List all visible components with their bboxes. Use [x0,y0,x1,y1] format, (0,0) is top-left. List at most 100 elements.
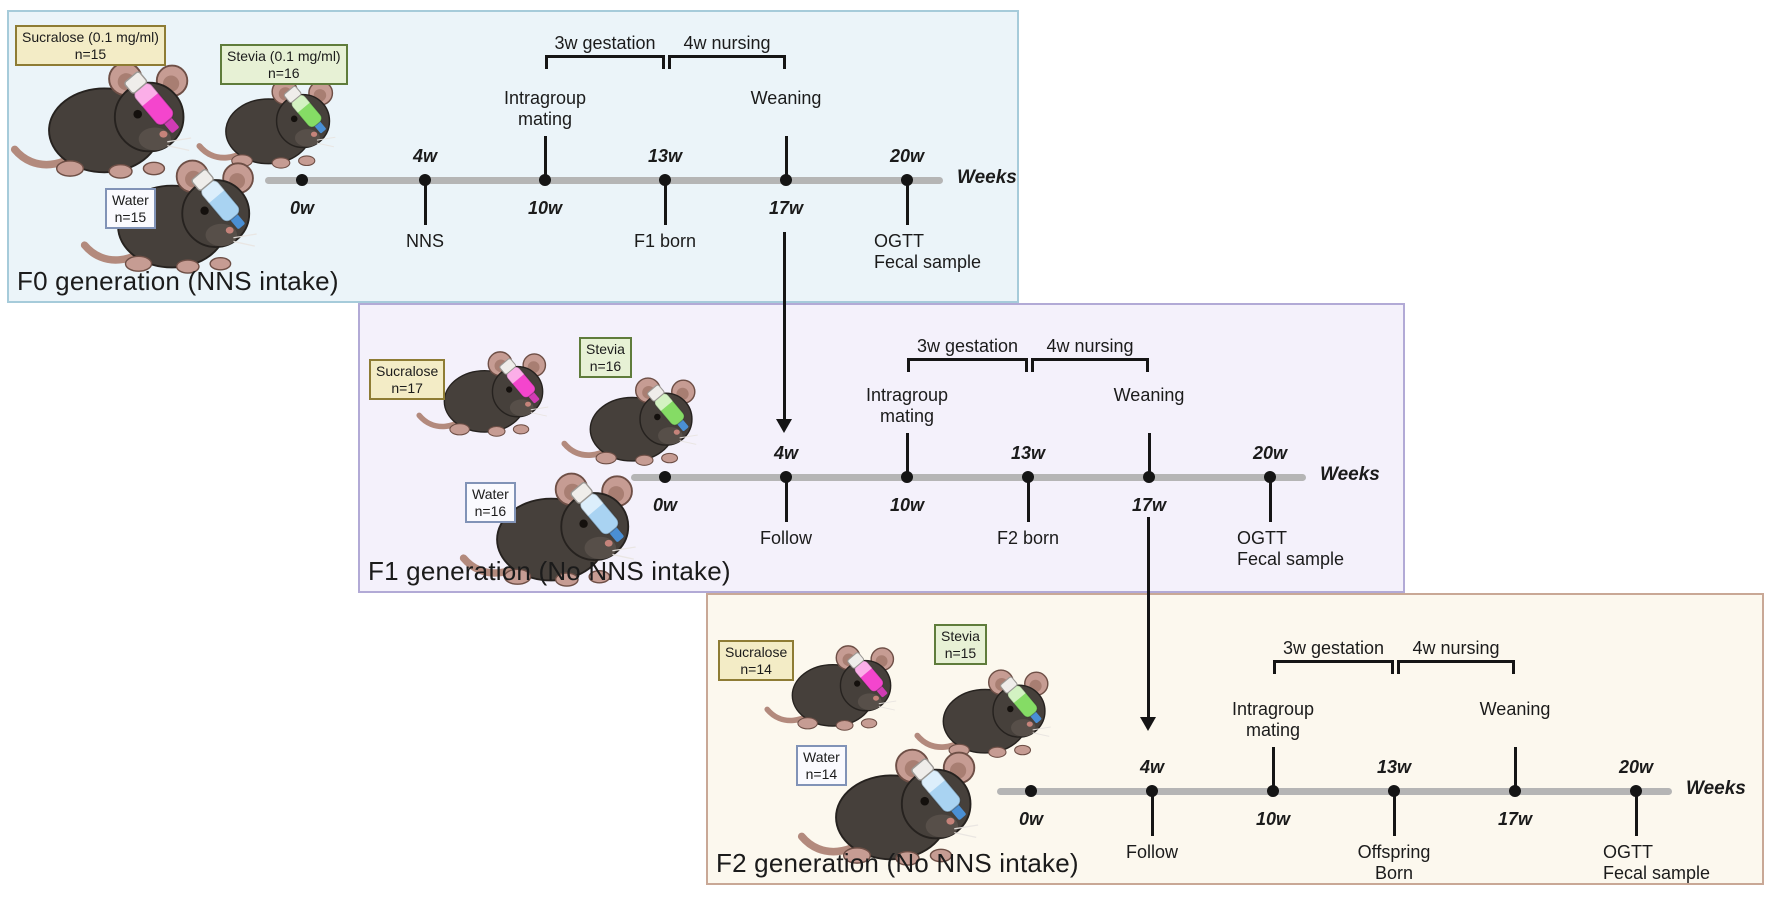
bracket-label: 4w nursing [1046,336,1134,356]
bracket-label: 4w nursing [683,33,771,53]
event-label-f2born: F2 born [997,528,1059,549]
group-label-line2: n=14 [740,660,772,677]
drinking-bottle-icon [911,758,966,820]
group-label-line1: Water [803,749,840,765]
event-label-line: OGTT [874,231,924,251]
event-label-line: Fecal sample [1237,549,1345,569]
group-label-line1: Stevia (0.1 mg/ml) [227,48,341,64]
week-label-13w: 13w [1010,443,1046,463]
week-label-20w: 20w [889,146,925,166]
event-label-line: Intragroup [1231,699,1315,719]
event-label-line: Born [1374,863,1414,883]
group-label-line1: Sucralose (0.1 mg/ml) [22,29,159,45]
event-label-line: F2 born [996,528,1060,548]
group-label-line2: n=15 [944,644,977,661]
event-label-line: Fecal sample [1603,863,1711,883]
group-label-line1: Water [472,486,509,502]
week-label-10w: 10w [889,495,925,515]
mouse-icon-stevia [195,74,353,171]
event-label-line: Offspring [1357,842,1431,862]
timeline-dot-10w [901,471,913,483]
mouse-icon-stevia [913,665,1068,760]
event-label-weaning: Weaning [751,88,822,109]
event-tick [784,136,788,180]
drinking-bottle-icon [847,652,888,698]
timeline-dot-0w [1025,785,1037,797]
axis-label-weeks: Weeks [1320,464,1380,485]
event-label-line: Weaning [750,88,822,108]
event-tick [1147,433,1151,477]
panel-title: F2 generation (No NNS intake) [716,848,1079,878]
group-label-line2: n=16 [474,502,507,519]
timeline-dot-0w [659,471,671,483]
week-label-4w: 4w [773,443,799,463]
arrow-f1-weaning-to-f2 [1146,517,1150,717]
event-label-line: Follow [1125,842,1179,862]
bracket-gestation [545,55,665,69]
mouse-icon-stevia [560,373,715,468]
timeline-dot-0w [296,174,308,186]
bracket-nursing [1031,358,1149,372]
group-label-sucralose: Sucralose (0.1 mg/ml)n=15 [15,25,166,66]
event-label-weaning: Weaning [1114,385,1185,406]
arrow-f1-weaning-to-f2-head [1140,717,1156,731]
week-label-10w: 10w [1255,809,1291,829]
group-label-line2: n=14 [805,765,838,782]
axis-label-weeks: Weeks [1686,778,1746,799]
group-label-line2: n=15 [74,45,107,62]
timeline-bar [631,474,1306,481]
event-label-line: F1 born [633,231,697,251]
mouse-icon-sucralose [763,641,913,733]
event-tick [663,180,667,225]
timeline-dot-17w [780,174,792,186]
group-label-line1: Stevia [586,341,625,357]
timeline-bar [997,788,1672,795]
week-label-17w: 17w [1131,495,1167,515]
event-label-line: Fecal sample [874,252,982,272]
mouse-icon-sucralose [9,56,214,182]
bracket-nursing [1397,660,1515,674]
bracket-gestation [907,358,1028,372]
group-label-line1: Stevia [941,628,980,644]
event-label-line: mating [1245,720,1301,740]
drinking-bottle-icon [647,384,689,431]
mouse-icon-sucralose [415,347,565,439]
bracket-label: 3w gestation [916,336,1019,356]
event-label-line: OGTT [1603,842,1653,862]
group-label-line2: n=16 [268,64,300,81]
week-label-10w: 10w [527,198,563,218]
event-tick [905,180,909,225]
event-tick [1392,791,1396,836]
event-label-line: Follow [759,528,813,548]
event-tick [1513,747,1517,791]
timeline-dot-17w [1143,471,1155,483]
event-label-line: Intragroup [865,385,949,405]
timeline-dot-10w [539,174,551,186]
group-label-line2: n=15 [114,208,147,225]
week-label-0w: 0w [652,495,678,515]
bracket-label: 3w gestation [1282,638,1385,658]
bracket-gestation [1273,660,1394,674]
event-tick [784,477,788,522]
axis-label-weeks: Weeks [957,167,1017,188]
drinking-bottle-icon [1000,676,1042,723]
group-label-line2: n=17 [391,379,423,396]
timeline-dot-10w [1267,785,1279,797]
week-label-17w: 17w [768,198,804,218]
